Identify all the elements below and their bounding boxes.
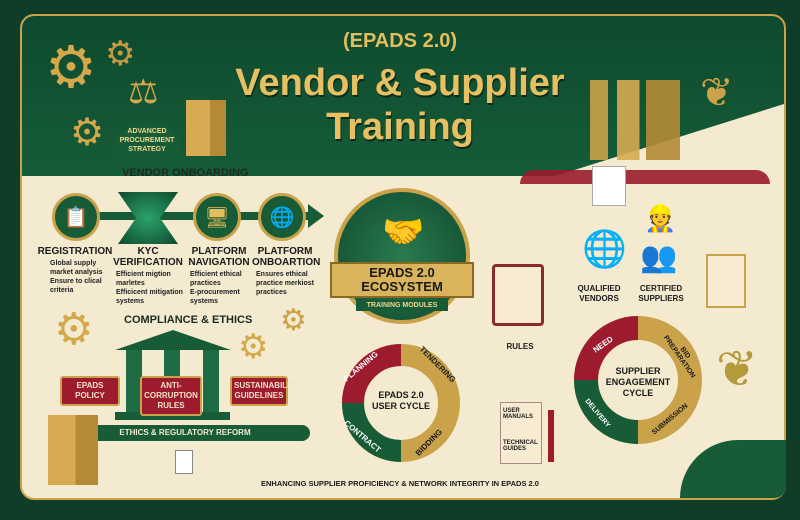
qualified-vendors-label: QUALIFIED VENDORS xyxy=(577,284,621,303)
advanced-procurement-badge: ADVANCED PROCUREMENT STRATEGY xyxy=(112,123,182,158)
plant-icon: ❦ xyxy=(700,70,734,116)
step-bullets-registration: Global supply market analysis Ensure to … xyxy=(50,259,120,295)
registration-step-icon[interactable]: 📋 xyxy=(52,193,100,241)
step-label-registration: REGISTRATION xyxy=(37,246,113,257)
dollar-gear-icon: ⚙ xyxy=(238,327,269,367)
shield-gear-icon: ⚙ xyxy=(54,304,94,355)
tag-anti-corruption[interactable]: ANTI-CORRUPTION RULES xyxy=(140,376,202,416)
ecosystem-title-2: ECOSYSTEM xyxy=(361,279,443,294)
chart-gear-icon: ⚙ xyxy=(70,110,105,154)
document-icon xyxy=(175,450,193,474)
step-bullets-platform-navigation: Efficient ethical practices E-procuremen… xyxy=(190,270,252,306)
delivery-segment xyxy=(574,379,639,444)
supplier-cycle-center: SUPPLIER ENGAGEMENT CYCLE xyxy=(605,366,671,398)
people-icon: 👥 xyxy=(640,240,678,275)
manual-document-icon xyxy=(500,402,542,464)
planning-segment xyxy=(342,344,402,404)
bullet: Global supply market analysis xyxy=(50,260,103,276)
compliance-heading: COMPLIANCE & ETHICS xyxy=(124,314,253,326)
platform-onboarding-step-icon[interactable]: 🌐 xyxy=(258,193,306,241)
bullet: Ensures ethical practice merkiost practi… xyxy=(256,271,314,296)
user-cycle-ring xyxy=(342,344,460,462)
rules-clipboard-icon xyxy=(492,264,544,326)
page-subtitle: (EPADS 2.0) xyxy=(342,30,458,52)
vendor-onboarding-heading: VENDOR ONBOARDING xyxy=(122,167,249,179)
step-label-kyc: KYC VERIFICATION xyxy=(113,246,183,268)
plants-icon: ❦ xyxy=(716,340,758,398)
ecosystem-title-1: EPADS 2.0 xyxy=(369,265,435,280)
bullet: Efficient migtion marletes xyxy=(116,271,171,287)
tag-epads-policy[interactable]: EPADS POLICY xyxy=(60,376,120,406)
buildings-left-icon xyxy=(48,415,98,485)
handshake-icon: 🤝 xyxy=(382,212,425,252)
browser-globe-icon: 🌐 xyxy=(269,205,295,229)
bullet: Efficient ethical practices xyxy=(190,271,242,287)
step-bullets-platform-onboarding: Ensures ethical practice merkiost practi… xyxy=(256,270,320,297)
gear-small-icon: ⚙ xyxy=(105,34,136,74)
technical-guides-label: TECHNICAL GUIDES xyxy=(503,440,538,452)
supplier-cycle-ring xyxy=(574,316,702,444)
platform-navigation-step-icon[interactable]: 🖥 xyxy=(193,193,241,241)
step-bullets-kyc: Efficient migtion marletes Efficicent mi… xyxy=(116,270,184,306)
clipboard-icon: 📋 xyxy=(63,205,89,229)
page-title-line1: Vendor & Supplier xyxy=(235,62,565,104)
pen-icon xyxy=(548,410,554,462)
contract-document-icon xyxy=(706,254,746,308)
contract-segment xyxy=(342,402,402,462)
tag-sustainability[interactable]: SUSTAINABILITY GUIDELINES xyxy=(230,376,300,406)
user-cycle-center: EPADS 2.0 USER CYCLE xyxy=(372,390,431,411)
regulatory-reform-label: ETHICS & REGULATORY REFORM xyxy=(119,428,251,437)
red-flow-arrow xyxy=(520,170,770,184)
training-modules-ribbon: TRAINING MODULES xyxy=(356,300,448,311)
bullet: E-procurement systems xyxy=(190,289,240,305)
workers-icon: 👷 xyxy=(644,204,677,234)
certified-suppliers-label: CERTIFIED SUPPLIERS xyxy=(638,284,684,303)
scales-icon: ⚖ xyxy=(128,72,159,112)
onboarding-arrow xyxy=(60,212,310,220)
page-title-line2: Training xyxy=(326,106,474,148)
regulatory-reform-band xyxy=(90,425,310,441)
buildings-icon xyxy=(186,100,226,156)
globe-handshake-icon: 🌐 xyxy=(582,229,627,270)
rules-label: RULES xyxy=(506,342,534,351)
bullet: Ensure to clical criteria xyxy=(50,278,102,294)
gear-icon: ⚙ xyxy=(280,303,307,338)
step-label-platform-onboarding: PLATFORM ONBOARTION xyxy=(252,246,321,268)
user-manuals-label: USER MANUALS xyxy=(503,408,533,420)
document-check-icon xyxy=(592,166,626,206)
step-label-platform-navigation: PLATFORM NAVIGATION xyxy=(188,246,250,268)
monitor-icon: 🖥 xyxy=(204,205,230,229)
ecosystem-banner: EPADS 2.0 ECOSYSTEM xyxy=(330,262,474,298)
bullet: Efficicent mitigation systems xyxy=(116,289,183,305)
onboarding-arrow-head xyxy=(308,204,324,228)
city-skyline-icon xyxy=(590,80,680,160)
need-segment xyxy=(574,316,639,381)
gears-icon: ⚙ xyxy=(45,33,97,101)
footer-tagline: ENHANCING SUPPLIER PROFICIENCY & NETWORK… xyxy=(261,479,539,488)
